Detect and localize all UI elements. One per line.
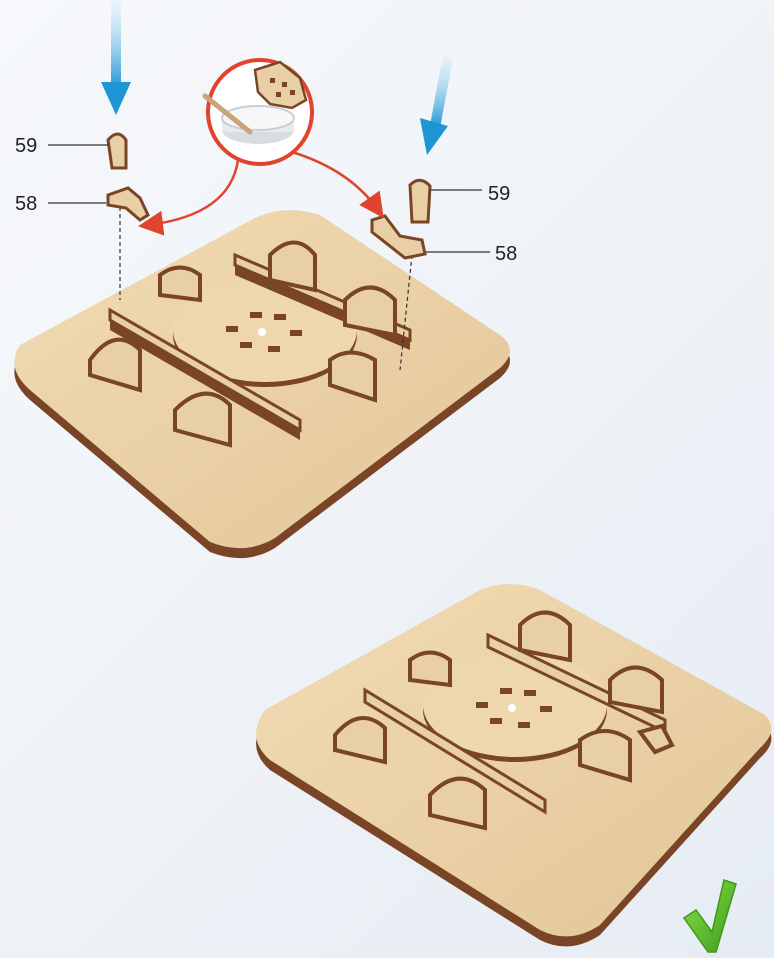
part-59-left xyxy=(108,134,126,168)
callout-58-right: 58 xyxy=(426,243,517,265)
svg-text:58: 58 xyxy=(495,243,517,265)
bottom-assembly xyxy=(256,584,771,946)
part-59-right xyxy=(410,180,430,222)
callout-58-left: 58 xyxy=(15,193,106,215)
base-board-bottom xyxy=(256,584,771,946)
callout-59-right: 59 xyxy=(430,183,510,205)
blue-arrow-right xyxy=(420,55,453,155)
svg-text:58: 58 xyxy=(15,193,37,215)
checkmark-icon xyxy=(684,880,736,952)
svg-text:59: 59 xyxy=(15,135,37,157)
svg-text:59: 59 xyxy=(488,183,510,205)
top-assembly xyxy=(14,200,510,558)
glue-pot-icon xyxy=(205,60,312,164)
blue-arrow-left xyxy=(101,0,131,115)
callout-59-left: 59 xyxy=(15,135,108,157)
part-58-left xyxy=(108,188,148,220)
